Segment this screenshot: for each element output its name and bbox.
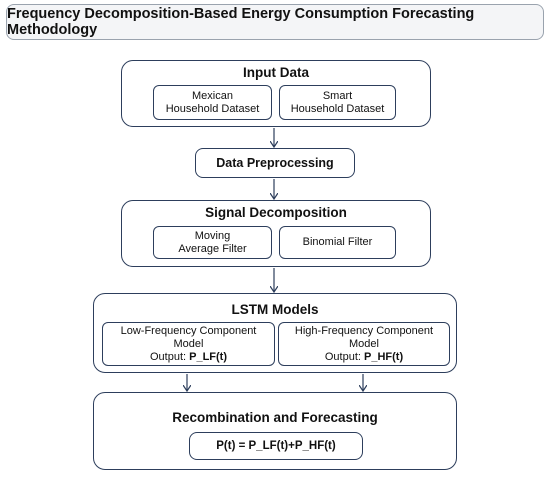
moving-average-line1: Moving [194, 229, 231, 242]
input-data-group: Input Data Mexican Household Dataset Sma… [121, 60, 431, 127]
smart-dataset-line1: Smart [322, 89, 353, 102]
data-preprocessing-box: Data Preprocessing [195, 148, 355, 178]
recombination-group: Recombination and Forecasting P(t) = P_L… [93, 392, 457, 470]
moving-average-filter-box: Moving Average Filter [153, 226, 272, 259]
smart-dataset-line2: Household Dataset [290, 102, 385, 115]
recombination-formula-box: P(t) = P_LF(t)+P_HF(t) [189, 432, 363, 460]
low-frequency-output: Output: P_LF(t) [150, 351, 227, 364]
high-frequency-output-value: P_HF(t) [364, 350, 404, 363]
low-frequency-output-value: P_LF(t) [189, 350, 228, 363]
low-frequency-model-box: Low-Frequency Component Model Output: P_… [102, 322, 275, 366]
input-data-title: Input Data [243, 65, 309, 80]
high-frequency-line1: High-Frequency Component [294, 324, 434, 337]
low-frequency-line2: Model [173, 337, 204, 350]
smart-dataset-box: Smart Household Dataset [279, 85, 396, 120]
mexican-dataset-line1: Mexican [192, 89, 233, 102]
binomial-filter-label: Binomial Filter [302, 236, 373, 248]
low-frequency-line1: Low-Frequency Component [120, 324, 257, 337]
high-frequency-output: Output: P_HF(t) [325, 351, 403, 364]
signal-decomposition-group: Signal Decomposition Moving Average Filt… [121, 200, 431, 267]
low-frequency-output-label: Output: [149, 350, 187, 363]
diagram-title: Frequency Decomposition-Based Energy Con… [7, 6, 475, 38]
lstm-models-group: LSTM Models Low-Frequency Component Mode… [93, 293, 457, 373]
high-frequency-line2: Model [349, 337, 379, 350]
moving-average-line2: Average Filter [178, 242, 247, 255]
mexican-dataset-line2: Household Dataset [165, 102, 260, 115]
signal-decomposition-title: Signal Decomposition [205, 205, 347, 220]
high-frequency-model-box: High-Frequency Component Model Output: P… [278, 322, 450, 366]
mexican-dataset-box: Mexican Household Dataset [153, 85, 272, 120]
binomial-filter-box: Binomial Filter [279, 226, 396, 259]
diagram-title-box: Frequency Decomposition-Based Energy Con… [6, 4, 544, 40]
recombination-title: Recombination and Forecasting [172, 410, 378, 425]
data-preprocessing-label: Data Preprocessing [216, 156, 334, 170]
high-frequency-output-label: Output: [324, 350, 361, 363]
lstm-models-title: LSTM Models [231, 302, 319, 317]
recombination-formula: P(t) = P_LF(t)+P_HF(t) [216, 440, 336, 452]
